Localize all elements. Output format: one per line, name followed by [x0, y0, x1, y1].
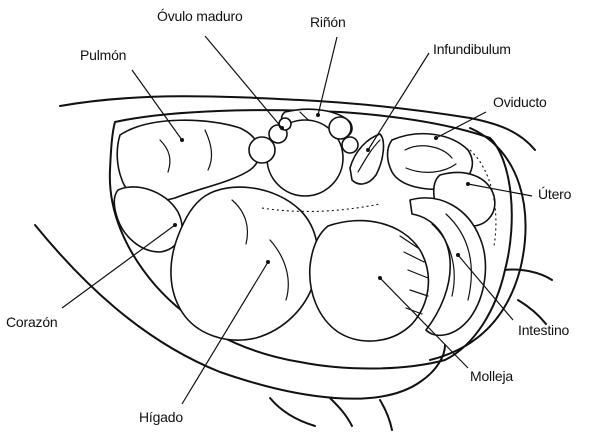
- leader-corazon: [62, 225, 175, 308]
- label-ovulo-maduro: Óvulo maduro: [157, 8, 243, 24]
- label-higado: Hígado: [139, 409, 183, 425]
- label-infundibulum: Infundibulum: [433, 41, 511, 57]
- label-rinon: Riñón: [310, 14, 346, 30]
- label-pulmon: Pulmón: [80, 47, 126, 63]
- label-oviducto: Oviducto: [493, 94, 547, 110]
- label-utero: Útero: [538, 186, 571, 202]
- leader-ovulo-maduro: [205, 36, 282, 128]
- label-corazon: Corazón: [6, 314, 58, 330]
- leader-rinon: [318, 37, 337, 115]
- gizzard-shape: [310, 221, 429, 341]
- liver-shape: [171, 187, 318, 340]
- label-molleja: Molleja: [470, 368, 513, 384]
- label-intestino: Intestino: [518, 322, 569, 338]
